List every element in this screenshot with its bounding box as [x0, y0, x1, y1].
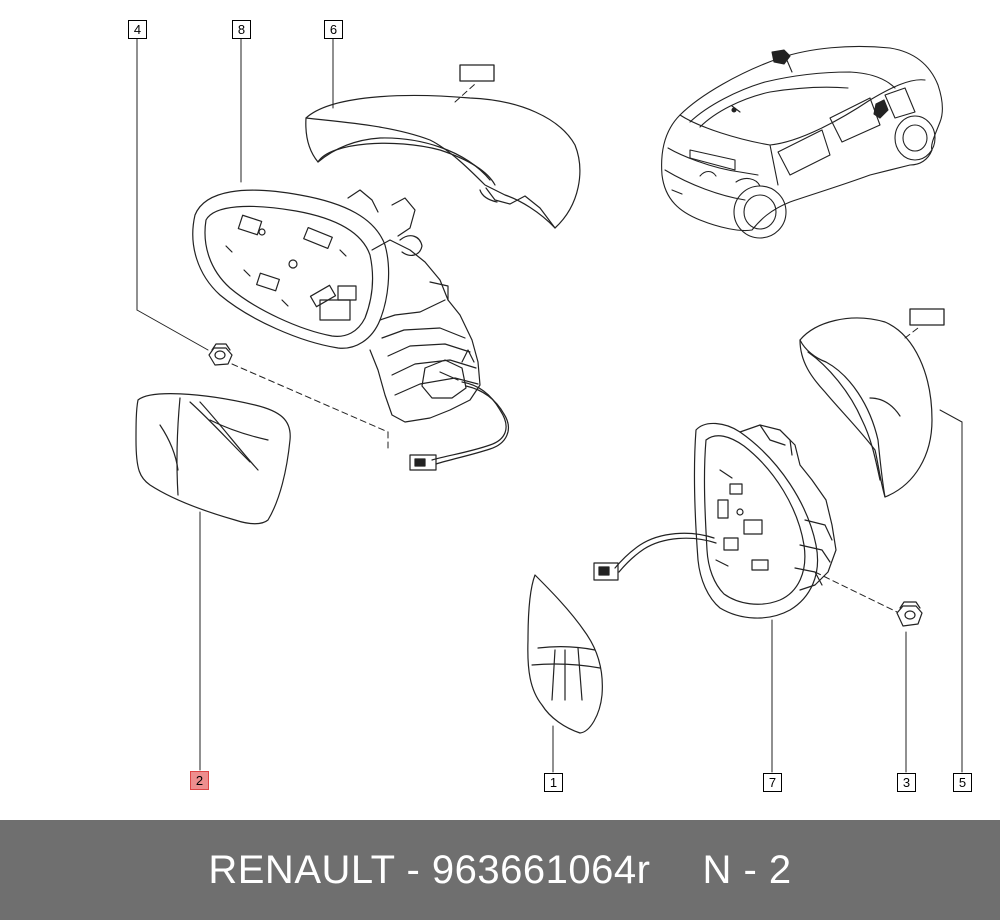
callout-7: 7	[763, 773, 782, 792]
callout-6: 6	[324, 20, 343, 39]
nut-small-4	[209, 344, 232, 365]
mirror-cover-upper	[306, 95, 580, 228]
callout-5: 5	[953, 773, 972, 792]
nut-3	[897, 602, 922, 626]
parts-diagram	[0, 0, 1000, 820]
callout-3: 3	[897, 773, 916, 792]
leader-lines	[137, 38, 962, 772]
mirror-housing-left	[193, 190, 509, 470]
mirror-cover-right	[800, 318, 932, 497]
vehicle-locator	[662, 46, 943, 238]
page-reference: N - 2	[702, 847, 792, 892]
mirror-glass-left	[136, 394, 290, 524]
callout-2-highlighted: 2	[190, 771, 209, 790]
callout-4: 4	[128, 20, 147, 39]
label-tags	[460, 65, 944, 325]
callout-8: 8	[232, 20, 251, 39]
mirror-glass-right	[528, 575, 603, 733]
assembly-lines	[232, 84, 918, 612]
brand-part-number: RENAULT - 963661064r	[208, 847, 651, 892]
callout-1: 1	[544, 773, 563, 792]
mirror-housing-right	[594, 423, 836, 618]
footer-bar: RENAULT - 963661064r N - 2	[0, 820, 1000, 920]
